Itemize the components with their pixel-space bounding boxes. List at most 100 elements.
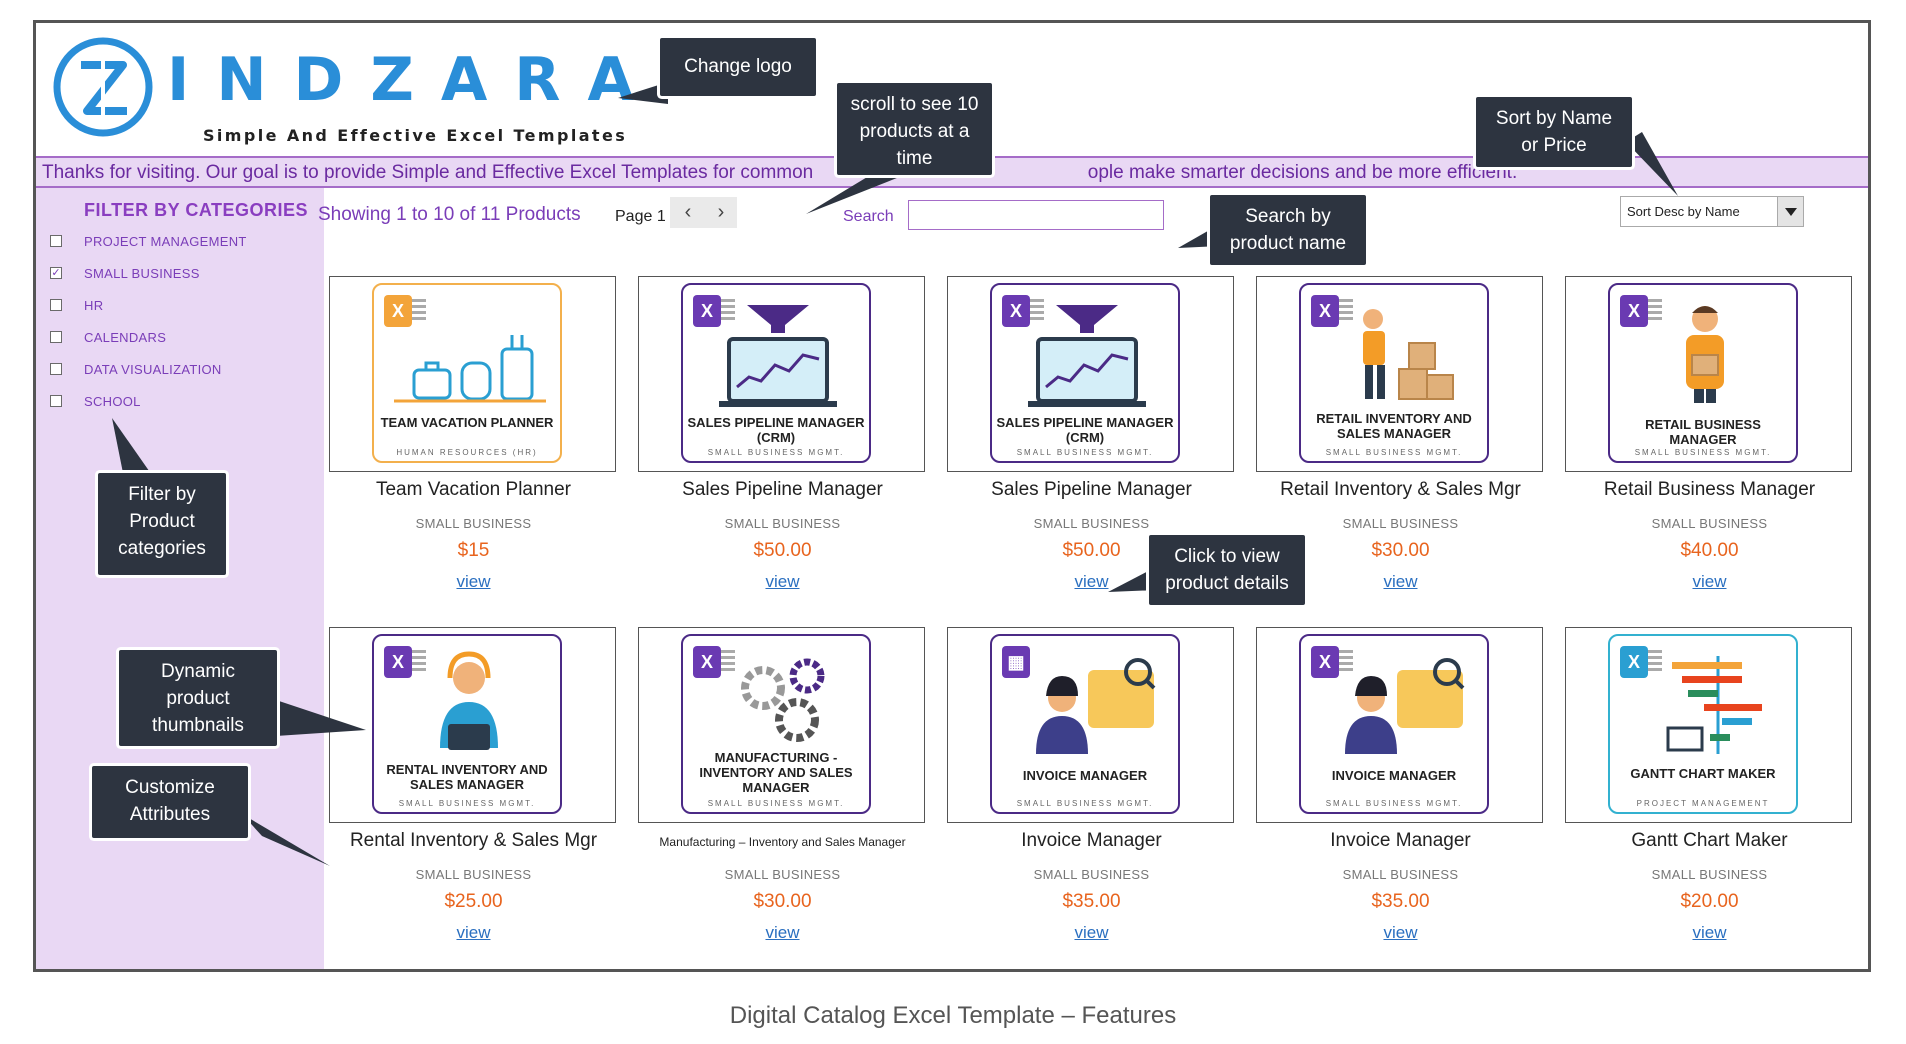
thumbnail-title: RETAIL INVENTORY AND SALES MANAGER xyxy=(1316,411,1472,441)
view-link[interactable]: view xyxy=(1692,923,1727,942)
excel-icon: X xyxy=(384,646,412,678)
thumbnail-tile: X SALES PIPELINE MANAGER (CRM) SMALL BUS… xyxy=(990,283,1180,463)
product-thumbnail[interactable]: X GANTT CHART MAKER PROJECT MANAGEMENT xyxy=(1565,627,1852,823)
product-card[interactable]: ▦ INVOICE MANAGER SMALL BUSINESS MGMT. I… xyxy=(947,627,1236,942)
product-card[interactable]: X INVOICE MANAGER SMALL BUSINESS MGMT. I… xyxy=(1256,627,1545,942)
category-hr[interactable]: HR xyxy=(50,295,103,315)
thumbnail-tile: X RENTAL INVENTORY AND SALES MANAGER SMA… xyxy=(372,634,562,814)
category-project-management[interactable]: PROJECT MANAGEMENT xyxy=(50,231,247,251)
logo-tagline: Simple And Effective Excel Templates xyxy=(203,126,628,145)
category-school[interactable]: SCHOOL xyxy=(50,391,141,411)
product-thumbnail[interactable]: ▦ INVOICE MANAGER SMALL BUSINESS MGMT. xyxy=(947,627,1234,823)
product-name: Team Vacation Planner xyxy=(375,479,572,500)
checkbox[interactable] xyxy=(50,299,62,311)
checkbox[interactable] xyxy=(50,331,62,343)
thumbnail-title: SALES PIPELINE MANAGER (CRM) xyxy=(996,415,1174,445)
view-link[interactable]: view xyxy=(765,572,800,591)
view-link[interactable]: view xyxy=(456,572,491,591)
filter-title: FILTER BY CATEGORIES xyxy=(84,200,309,220)
product-card[interactable]: X MANUFACTURING - INVENTORY AND SALES MA… xyxy=(638,627,927,942)
chevron-down-icon[interactable] xyxy=(1777,197,1803,226)
product-name: Sales Pipeline Manager xyxy=(991,479,1192,500)
search-input[interactable] xyxy=(908,200,1164,230)
excel-icon: X xyxy=(1311,646,1339,678)
thumbnail-subtitle: SMALL BUSINESS MGMT. xyxy=(1016,448,1154,457)
product-name: Gantt Chart Maker xyxy=(1631,830,1788,851)
product-category: SMALL BUSINESS xyxy=(1651,867,1768,882)
thumbnail-title: INVOICE MANAGER xyxy=(1331,768,1457,783)
product-name: Retail Business Manager xyxy=(1603,479,1816,500)
product-card[interactable]: X GANTT CHART MAKER PROJECT MANAGEMENT G… xyxy=(1565,627,1854,942)
product-name: Manufacturing – Inventory and Sales Mana… xyxy=(659,835,906,849)
checkbox-checked[interactable]: ✓ xyxy=(50,267,62,279)
product-category: SMALL BUSINESS xyxy=(724,867,841,882)
person-with-box-icon xyxy=(1686,306,1724,403)
product-card[interactable]: X SALES PIPELINE MANAGER (CRM) SMALL BUS… xyxy=(638,276,927,591)
view-link[interactable]: view xyxy=(1383,923,1418,942)
category-label: DATA VISUALIZATION xyxy=(84,361,222,377)
product-card[interactable]: X RETAIL INVENTORY AND SALES MANAGER SMA… xyxy=(1256,276,1545,591)
checkbox[interactable] xyxy=(50,363,62,375)
category-data-visualization[interactable]: DATA VISUALIZATION xyxy=(50,359,222,379)
product-name: Retail Inventory & Sales Mgr xyxy=(1280,479,1521,500)
product-category: SMALL BUSINESS xyxy=(415,867,532,882)
product-card[interactable]: X SALES PIPELINE MANAGER (CRM) SMALL BUS… xyxy=(947,276,1236,591)
product-category: SMALL BUSINESS xyxy=(1342,867,1459,882)
next-page-button[interactable]: › xyxy=(717,201,725,223)
search-label: Search xyxy=(843,208,894,225)
prev-page-button[interactable]: ‹ xyxy=(684,201,692,223)
product-thumbnail[interactable]: X RETAIL INVENTORY AND SALES MANAGER SMA… xyxy=(1256,276,1543,472)
thumbnail-subtitle: HUMAN RESOURCES (HR) xyxy=(396,448,538,457)
thumbnail-title: INVOICE MANAGER xyxy=(1022,768,1148,783)
callout-change-logo: Change logo xyxy=(660,38,816,96)
product-thumbnail[interactable]: X RENTAL INVENTORY AND SALES MANAGER SMA… xyxy=(329,627,616,823)
product-thumbnail[interactable]: X SALES PIPELINE MANAGER (CRM) SMALL BUS… xyxy=(947,276,1234,472)
excel-icon: X xyxy=(693,646,721,678)
thumbnail-tile: X MANUFACTURING - INVENTORY AND SALES MA… xyxy=(681,634,871,814)
category-calendars[interactable]: CALENDARS xyxy=(50,327,166,347)
product-thumbnail[interactable]: X MANUFACTURING - INVENTORY AND SALES MA… xyxy=(638,627,925,823)
product-name: Sales Pipeline Manager xyxy=(682,479,883,500)
view-link[interactable]: view xyxy=(456,923,491,942)
product-name: Invoice Manager xyxy=(1330,830,1471,851)
product-category: SMALL BUSINESS xyxy=(1342,516,1459,531)
product-thumbnail[interactable]: X TEAM VACATION PLANNER HUMAN RESOURCES … xyxy=(329,276,616,472)
thumbnail-title: TEAM VACATION PLANNER xyxy=(380,415,554,430)
thumbnail-tile: X GANTT CHART MAKER PROJECT MANAGEMENT xyxy=(1608,634,1798,814)
product-thumbnail[interactable]: X RETAIL BUSINESS MANAGER SMALL BUSINESS… xyxy=(1565,276,1852,472)
product-card[interactable]: X TEAM VACATION PLANNER HUMAN RESOURCES … xyxy=(329,276,618,591)
thumbnail-tile: X INVOICE MANAGER SMALL BUSINESS MGMT. xyxy=(1299,634,1489,814)
product-card[interactable]: X RETAIL BUSINESS MANAGER SMALL BUSINESS… xyxy=(1565,276,1854,591)
product-price: $50.00 xyxy=(1062,540,1121,561)
excel-icon: X xyxy=(384,295,412,327)
logo[interactable]: INDZARA Simple And Effective Excel Templ… xyxy=(51,35,651,150)
product-card[interactable]: X RENTAL INVENTORY AND SALES MANAGER SMA… xyxy=(329,627,618,942)
view-link[interactable]: view xyxy=(1692,572,1727,591)
category-sidebar: FILTER BY CATEGORIES PROJECT MANAGEMENT … xyxy=(36,188,324,969)
view-link[interactable]: view xyxy=(1383,572,1418,591)
product-price: $50.00 xyxy=(753,540,812,561)
view-link[interactable]: view xyxy=(1074,572,1109,591)
sort-dropdown[interactable]: Sort Desc by Name xyxy=(1620,196,1804,227)
thumbnail-subtitle: SMALL BUSINESS MGMT. xyxy=(1325,448,1463,457)
sales-funnel-laptop-icon xyxy=(719,305,837,407)
view-link[interactable]: view xyxy=(765,923,800,942)
product-thumbnail[interactable]: X INVOICE MANAGER SMALL BUSINESS MGMT. xyxy=(1256,627,1543,823)
thumbnail-subtitle: SMALL BUSINESS MGMT. xyxy=(1325,799,1463,808)
sheet-lines-icon xyxy=(1648,650,1662,672)
thumbnail-subtitle: SMALL BUSINESS MGMT. xyxy=(1016,799,1154,808)
checkbox[interactable] xyxy=(50,395,62,407)
product-price: $40.00 xyxy=(1680,540,1739,561)
figure-caption: Digital Catalog Excel Template – Feature… xyxy=(729,1002,1177,1029)
excel-icon: X xyxy=(1002,295,1030,327)
sort-value: Sort Desc by Name xyxy=(1627,204,1740,219)
product-thumbnail[interactable]: X SALES PIPELINE MANAGER (CRM) SMALL BUS… xyxy=(638,276,925,472)
category-small-business[interactable]: ✓SMALL BUSINESS xyxy=(50,263,200,283)
view-link[interactable]: view xyxy=(1074,923,1109,942)
excel-icon: X xyxy=(1311,295,1339,327)
checkbox[interactable] xyxy=(50,235,62,247)
thumbnail-subtitle: SMALL BUSINESS MGMT. xyxy=(398,799,536,808)
category-label: HR xyxy=(84,297,104,313)
logo-wordmark: INDZARA xyxy=(167,45,661,115)
product-price: $20.00 xyxy=(1680,891,1739,912)
